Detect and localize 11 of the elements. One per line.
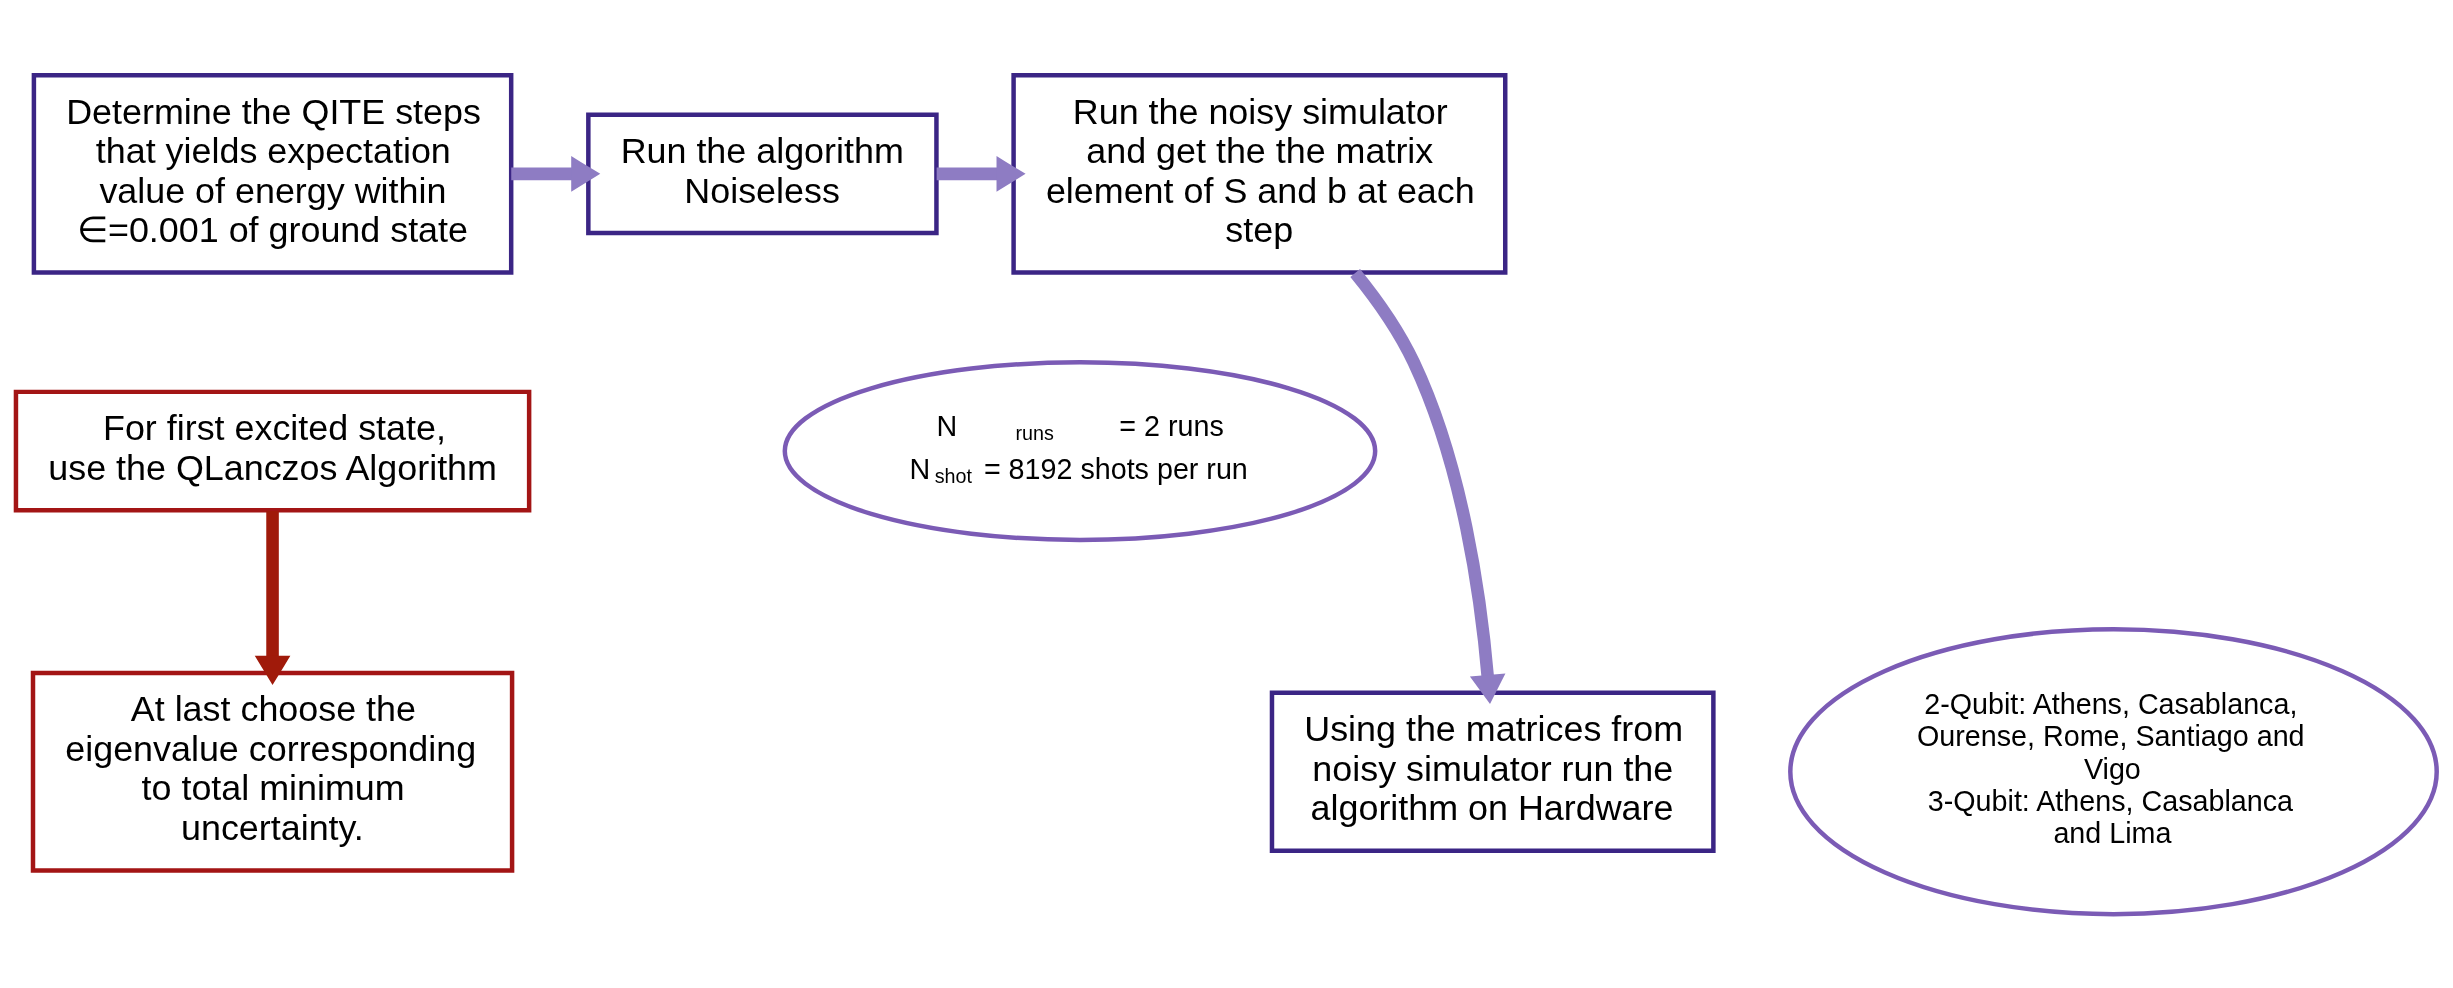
node-box: Using the matrices from noisy simulator run the algorithm on Hardware [1269,690,1716,853]
node-box: Run the noisy simulator and get the the matrix element of S and b at each step [1011,72,1508,275]
node-box: Determine the QITE steps that yields expectation value of energy within ∈=0.001 of ground state [31,72,514,275]
arrow [254,510,291,685]
node-box: At last choose the eigenvalue corresponding to total minimum uncertainty. [30,670,515,873]
arrow [936,155,1026,192]
node-box: For first excited state, use the QLanczos Algorithm [13,389,532,513]
node-box: Run the algorithm Noiseless [586,111,939,235]
arrow [511,155,601,192]
arrow [1350,268,1506,704]
node-ellipse: 2-Qubit: Athens, Casablanca, Ourense, Rome, Santiago and Vigo 3-Qubit: Athens, Casablanca and Lima [1788,626,2439,916]
